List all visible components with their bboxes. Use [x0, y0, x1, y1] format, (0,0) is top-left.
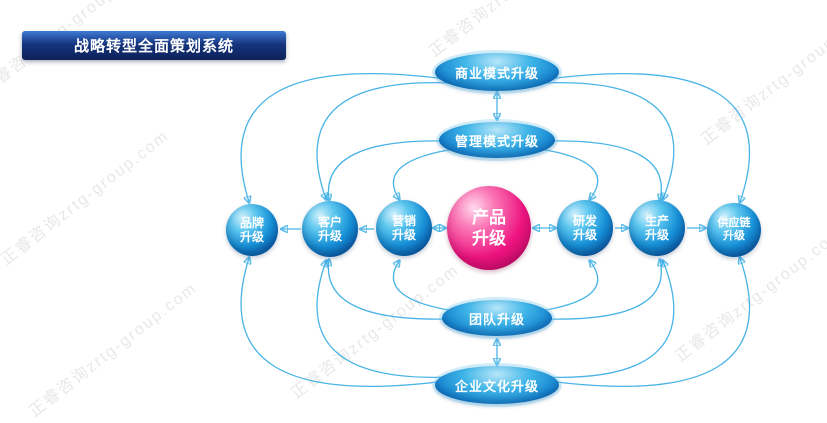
node-label: 客户 [317, 214, 342, 229]
node-label: 企业文化升级 [454, 378, 539, 394]
node-label: 产品 [472, 207, 506, 227]
watermark-text: 正睿咨询zrtg-group.com [698, 7, 827, 149]
node-corporate-culture-upgrade: 企业文化升级 [435, 366, 559, 404]
node-label: 营销 [391, 213, 416, 228]
node-rnd-upgrade: 研发 升级 [557, 200, 613, 256]
node-supply-chain-upgrade: 供应链 升级 [707, 203, 761, 257]
node-label: 升级 [644, 228, 669, 242]
node-team-upgrade: 团队升级 [442, 300, 552, 336]
title-banner: 战略转型全面策划系统 [22, 31, 286, 60]
node-label: 升级 [317, 229, 342, 243]
node-product-upgrade: 产品 升级 [447, 186, 531, 270]
node-production-upgrade: 生产 升级 [629, 200, 685, 256]
node-label: 研发 [572, 213, 597, 228]
watermark-text: 正睿咨询zrtg-group.com [423, 0, 601, 61]
node-label: 团队升级 [468, 311, 525, 327]
node-label: 升级 [391, 228, 416, 242]
node-label: 升级 [472, 229, 506, 248]
node-label: 升级 [239, 230, 264, 244]
node-business-model-upgrade: 商业模式升级 [435, 53, 559, 91]
node-label: 供应链 [717, 216, 751, 229]
node-label: 升级 [572, 228, 597, 242]
page-title: 战略转型全面策划系统 [73, 38, 234, 55]
node-label: 生产 [644, 213, 669, 228]
node-brand-upgrade: 品牌 升级 [226, 204, 278, 256]
node-label: 品牌 [239, 215, 264, 230]
node-customer-upgrade: 客户 升级 [302, 201, 358, 257]
watermark-text: 正睿咨询zrtg-group.com [0, 127, 173, 269]
node-label: 管理模式升级 [454, 133, 539, 149]
node-label: 升级 [723, 230, 745, 242]
node-label: 商业模式升级 [454, 65, 539, 81]
node-marketing-upgrade: 营销 升级 [376, 200, 432, 256]
watermark-text: 正睿咨询zrtg-group.com [26, 279, 201, 421]
node-management-model-upgrade: 管理模式升级 [439, 122, 555, 158]
